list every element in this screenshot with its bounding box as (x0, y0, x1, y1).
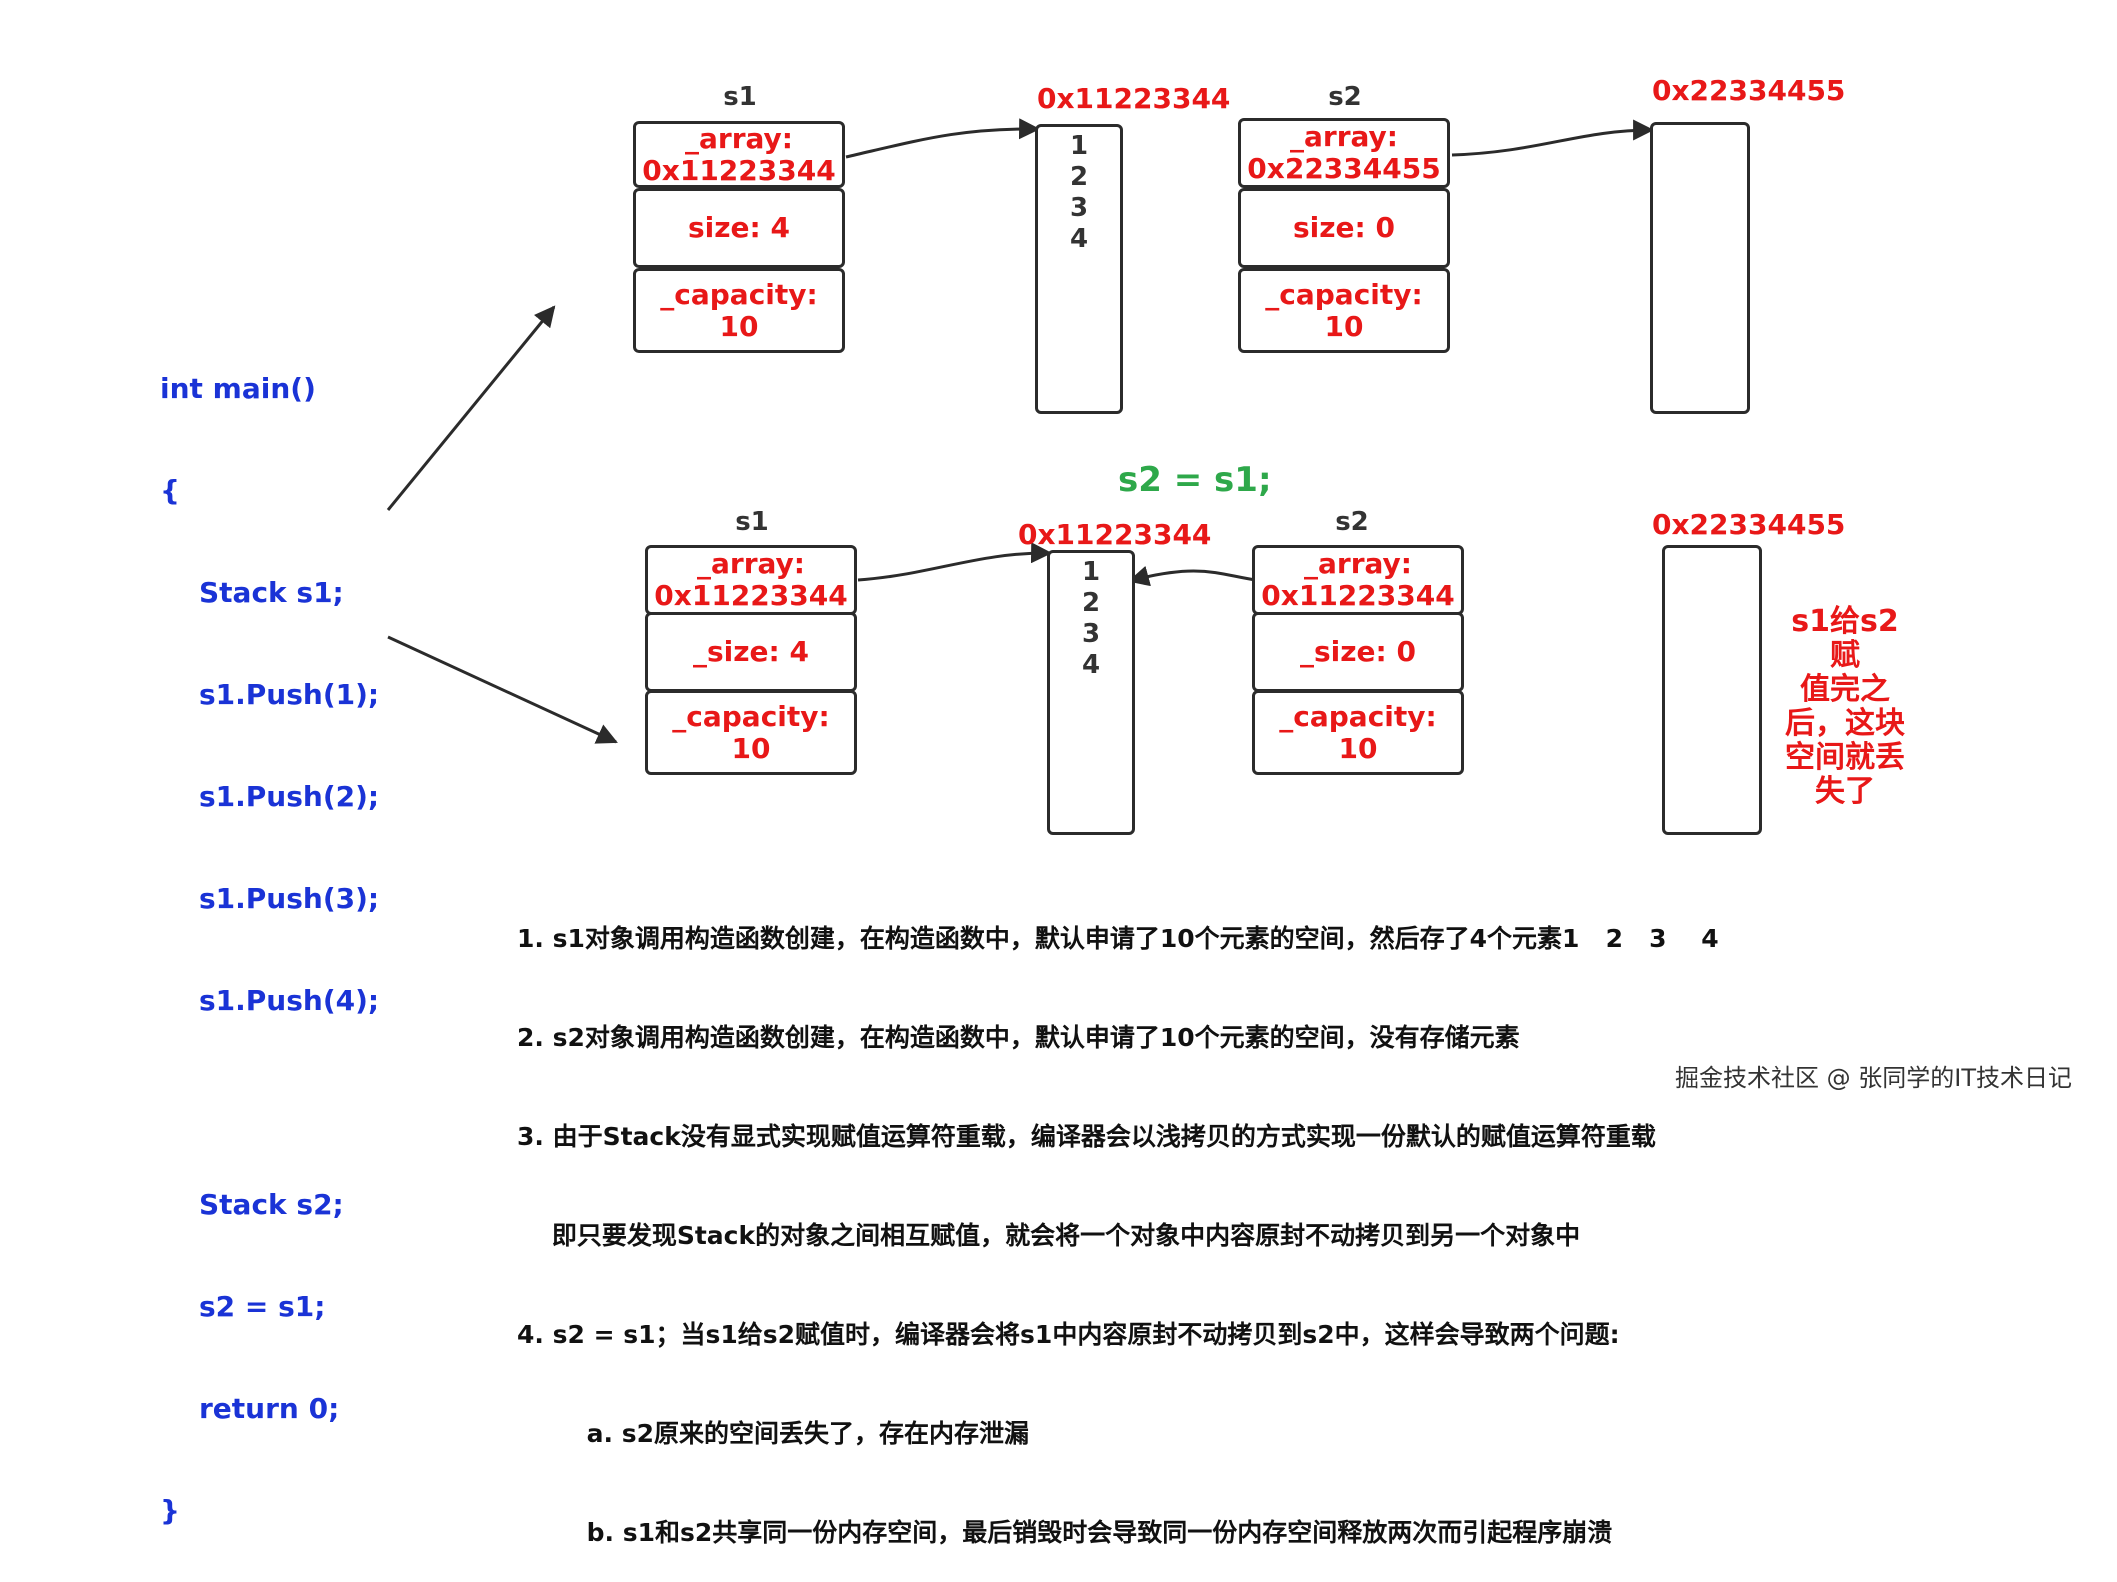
code-to-top-arrow (386, 305, 556, 511)
bottom-s2-pointer-arrow (1127, 565, 1257, 587)
size-text: _size: 0 (1300, 635, 1416, 668)
bottom-s1-array-field: _array:0x11223344 (645, 545, 857, 615)
size-text: _size: 4 (693, 635, 809, 668)
array-value: 0x22334455 (1247, 152, 1441, 185)
note-line: 后，这块 (1785, 706, 1905, 741)
top-s1-size-field: size: 4 (633, 188, 845, 268)
note-item: a. s2原来的空间丢失了，存在内存泄漏 (517, 1419, 1029, 1448)
watermark: 掘金技术社区 @ 张同学的IT技术日记 (1675, 1064, 2072, 1092)
code-line: { (160, 474, 180, 507)
capacity-value: 10 (731, 731, 771, 765)
bottom-s1-pointer-arrow (857, 542, 1053, 582)
code-line: s2 = s1; (160, 1290, 326, 1323)
code-block: int main() { Stack s1; s1.Push(1); s1.Pu… (160, 304, 379, 1562)
memory-value: 4 (1081, 650, 1101, 680)
bottom-shared-block-address: 0x11223344 (1018, 518, 1212, 551)
bottom-s1-size-field: _size: 4 (645, 612, 857, 692)
top-s2-size-field: size: 0 (1238, 188, 1450, 268)
code-line: s1.Push(4); (160, 984, 380, 1017)
bottom-s2-name: s2 (1335, 507, 1369, 537)
connector-layer (386, 118, 1655, 744)
bottom-s1-capacity-field: _capacity:10 (645, 690, 857, 775)
memory-value: 2 (1069, 162, 1089, 192)
code-line: Stack s1; (160, 576, 344, 609)
top-s2-pointer-arrow (1451, 119, 1655, 157)
memory-value: 3 (1081, 619, 1101, 649)
lost-space-note: s1给s2赋 值完之 后，这块 空间就丢 失了 (1780, 605, 1910, 809)
memory-values: 1 2 3 4 (1038, 131, 1120, 255)
code-to-bottom-arrow (387, 635, 618, 744)
array-value: 0x11223344 (642, 153, 836, 187)
note-line: s1给s2赋 (1791, 604, 1899, 673)
capacity-label: _capacity: (660, 277, 818, 311)
bottom-s1-name: s1 (735, 507, 769, 537)
assignment-label: s2 = s1; (1118, 460, 1272, 500)
memory-values: 1 2 3 4 (1050, 557, 1132, 681)
memory-value: 4 (1069, 224, 1089, 254)
top-s1-pointer-arrow (845, 118, 1041, 159)
capacity-value: 10 (1324, 309, 1364, 343)
top-s1-memory-block: 1 2 3 4 (1035, 124, 1123, 414)
note-item: 2. s2对象调用构造函数创建，在构造函数中，默认申请了10个元素的空间，没有存… (517, 1023, 1520, 1052)
explanation-notes: 1. s1对象调用构造函数创建，在构造函数中，默认申请了10个元素的空间，然后存… (517, 856, 1719, 1582)
note-line: 空间就丢 (1785, 740, 1905, 775)
array-label: _array: (685, 121, 793, 155)
top-s2-block-address: 0x22334455 (1652, 74, 1846, 107)
bottom-s2-array-field: _array:0x11223344 (1252, 545, 1464, 615)
top-s1-name: s1 (723, 82, 757, 112)
capacity-label: _capacity: (672, 699, 830, 733)
top-s2-memory-block (1650, 122, 1750, 414)
bottom-s2-size-field: _size: 0 (1252, 612, 1464, 692)
bottom-lost-block-address: 0x22334455 (1652, 508, 1846, 541)
code-line: Stack s2; (160, 1188, 344, 1221)
capacity-value: 10 (1338, 731, 1378, 765)
top-s2-array-field: _array:0x22334455 (1238, 118, 1450, 188)
top-s1-array-field: _array:0x11223344 (633, 121, 845, 188)
memory-value: 1 (1069, 131, 1089, 161)
top-s1-block-address: 0x11223344 (1037, 82, 1231, 115)
bottom-lost-memory-block (1662, 545, 1762, 835)
capacity-label: _capacity: (1279, 699, 1437, 733)
note-line: 失了 (1815, 774, 1875, 809)
code-line: return 0; (160, 1392, 340, 1425)
top-s1-capacity-field: _capacity:10 (633, 268, 845, 353)
size-text: size: 4 (688, 211, 790, 244)
array-label: _array: (697, 547, 805, 580)
memory-value: 2 (1081, 588, 1101, 618)
code-line: int main() (160, 372, 316, 405)
code-line: s1.Push(2); (160, 780, 380, 813)
note-item: 即只要发现Stack的对象之间相互赋值，就会将一个对象中内容原封不动拷贝到另一个… (517, 1221, 1581, 1250)
memory-value: 3 (1069, 193, 1089, 223)
array-value: 0x11223344 (1261, 579, 1455, 612)
note-item: 4. s2 = s1；当s1给s2赋值时，编译器会将s1中内容原封不动拷贝到s2… (517, 1320, 1620, 1349)
top-s2-name: s2 (1328, 82, 1362, 112)
bottom-shared-memory-block: 1 2 3 4 (1047, 550, 1135, 835)
array-label: _array: (1290, 120, 1398, 153)
array-label: _array: (1304, 547, 1412, 580)
code-line: } (160, 1494, 180, 1527)
array-value: 0x11223344 (654, 579, 848, 612)
capacity-label: _capacity: (1265, 277, 1423, 311)
code-line: s1.Push(3); (160, 882, 380, 915)
code-line: s1.Push(1); (160, 678, 380, 711)
note-item: b. s1和s2共享同一份内存空间，最后销毁时会导致同一份内存空间释放两次而引起… (517, 1518, 1613, 1547)
note-item: 1. s1对象调用构造函数创建，在构造函数中，默认申请了10个元素的空间，然后存… (517, 924, 1719, 953)
note-item: 3. 由于Stack没有显式实现赋值运算符重载，编译器会以浅拷贝的方式实现一份默… (517, 1122, 1656, 1151)
memory-value: 1 (1081, 557, 1101, 587)
top-s2-capacity-field: _capacity:10 (1238, 268, 1450, 353)
capacity-value: 10 (719, 309, 759, 343)
bottom-s2-capacity-field: _capacity:10 (1252, 690, 1464, 775)
size-text: size: 0 (1293, 211, 1395, 244)
note-line: 值完之 (1800, 672, 1890, 707)
